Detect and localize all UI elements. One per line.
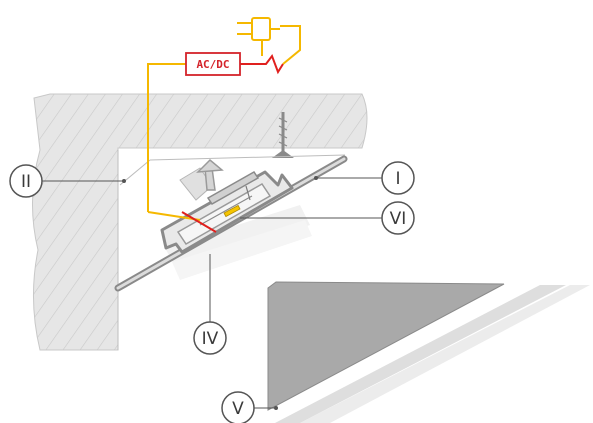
callout-vi: VI [381,201,415,235]
power-plug-icon [237,17,280,41]
panel-shadow [275,285,566,423]
wire-yellow [147,63,186,212]
callout-i-label: I [395,169,400,189]
aluminium-profile [160,170,294,254]
callout-iv: IV [193,321,227,355]
callout-iv-label: IV [202,329,219,349]
power-supply-box: AC/DC [185,52,241,76]
callout-ii-label: II [21,172,31,192]
wire-yellow-profile [147,211,201,221]
callout-ii: II [9,164,43,198]
wire-red-out [240,53,284,75]
callout-vi-label: VI [390,209,407,229]
wire-yellow-mains [280,25,301,65]
led-strip [223,204,241,218]
mounting-clip [119,154,346,201]
callout-i: I [381,161,415,195]
panel-v [267,281,505,411]
callout-v: V [221,391,255,423]
power-supply-label: AC/DC [196,58,229,71]
callout-v-label: V [232,399,244,419]
panel-shadow-far [300,285,590,423]
callout-leaders [42,177,382,409]
light-shadow-2 [172,220,312,280]
wire-red-profile [181,211,217,233]
